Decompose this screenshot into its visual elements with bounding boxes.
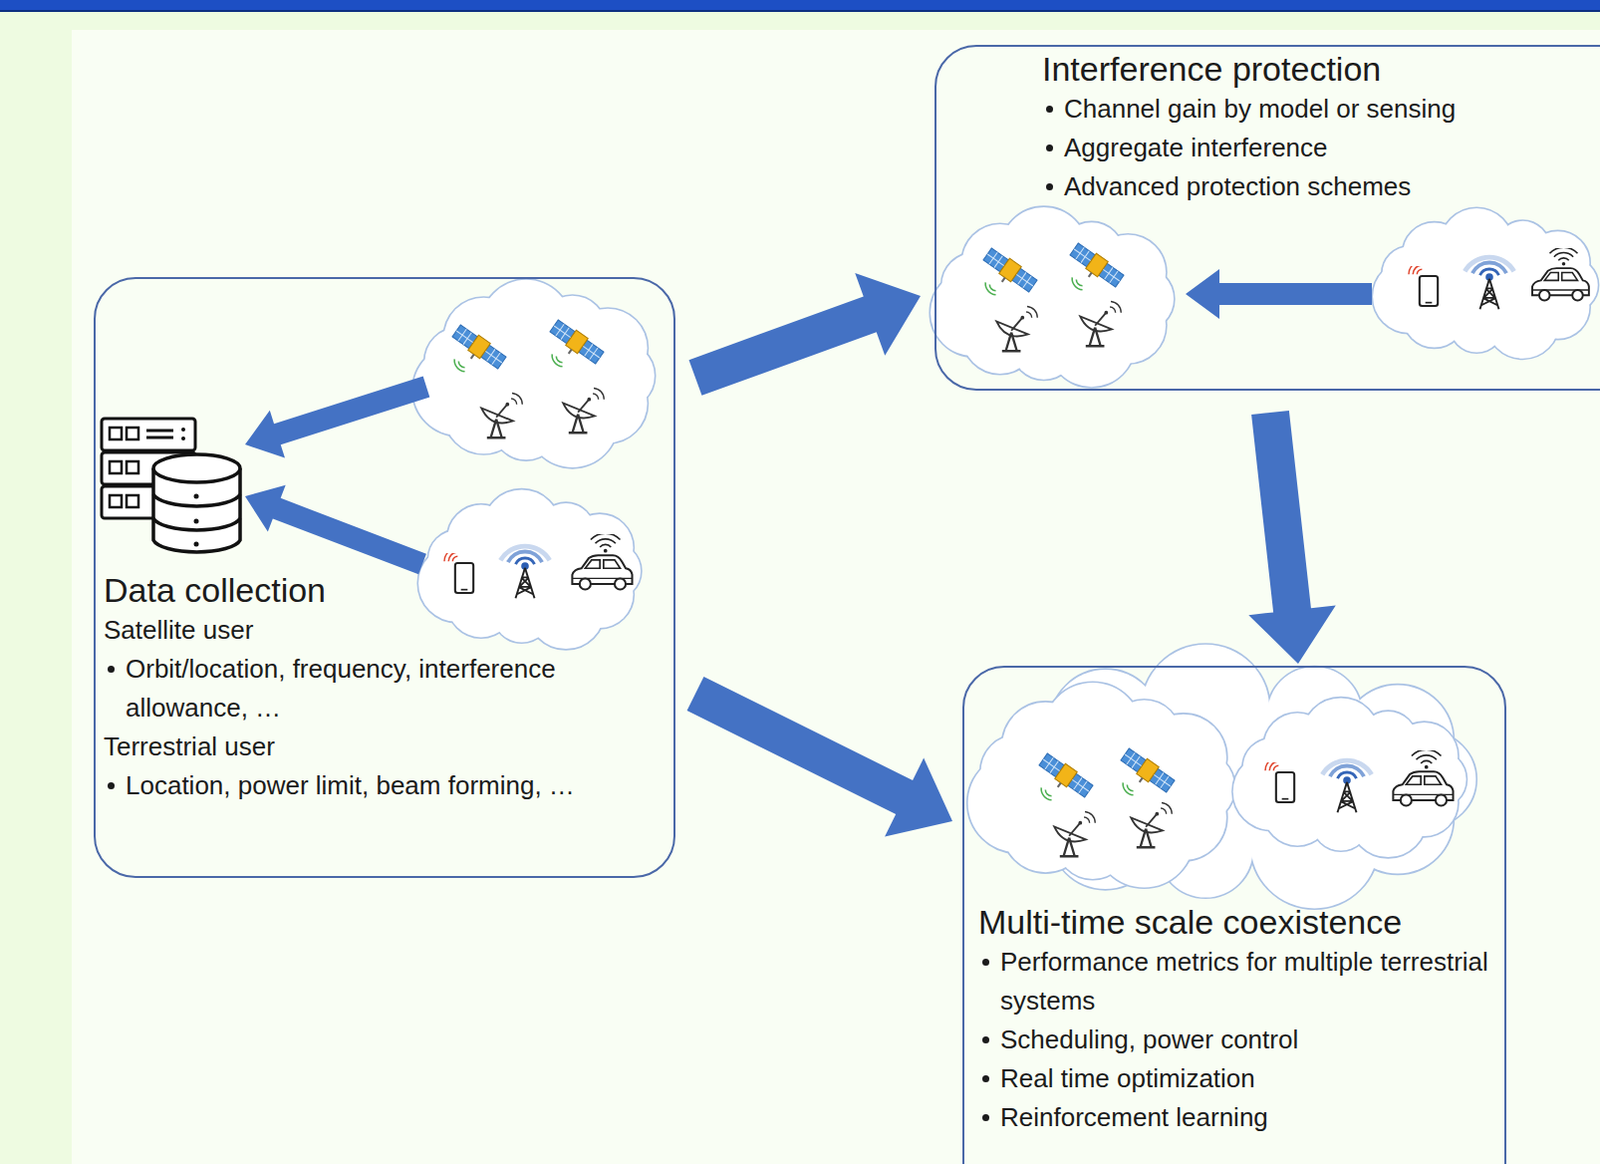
dish-icon <box>562 387 604 433</box>
text-block: Data collectionSatellite userOrbit/locat… <box>103 568 668 805</box>
title-bar <box>0 0 1600 12</box>
bullet-item: Aggregate interference <box>1042 128 1600 168</box>
dish-icon <box>481 392 523 438</box>
cloud-shape <box>413 279 655 468</box>
phone-icon <box>444 547 474 593</box>
sat-icon <box>1066 241 1125 292</box>
flow-arrow <box>245 485 427 574</box>
car-icon <box>1392 749 1453 805</box>
sub-heading: Satellite user <box>103 610 668 650</box>
phone-icon <box>1265 757 1295 802</box>
tower-icon <box>1322 760 1371 812</box>
database-icon <box>101 418 241 552</box>
stage-box: Interference protectionChannel gain by m… <box>934 44 1600 391</box>
dish-icon <box>1054 810 1095 856</box>
cloud-shape <box>968 682 1236 887</box>
tower-icon <box>1464 257 1514 309</box>
stage-box: Multi-time scale coexistencePerformance … <box>962 665 1507 1164</box>
car-icon <box>1532 247 1590 300</box>
sat-icon <box>545 317 605 369</box>
cloud-shape <box>1372 208 1599 359</box>
car-icon <box>571 533 632 589</box>
box-heading: Interference protection <box>1042 47 1600 90</box>
bullet-item: Real time optimization <box>978 1059 1492 1098</box>
flow-arrow <box>1248 410 1335 664</box>
box-heading: Multi-time scale coexistence <box>978 900 1492 943</box>
flow-arrow <box>1185 268 1372 319</box>
bullet-item: Scheduling, power control <box>978 1020 1492 1060</box>
sat-icon <box>979 246 1039 297</box>
flow-arrow <box>689 272 921 396</box>
sub-heading: Terrestrial user <box>103 727 668 767</box>
dish-icon <box>1130 801 1172 847</box>
cloud-shape <box>982 644 1477 909</box>
phone-icon <box>1408 261 1438 306</box>
text-block: Multi-time scale coexistencePerformance … <box>978 900 1492 1137</box>
tower-icon <box>500 545 549 598</box>
bullet-item: Location, power limit, beam forming, … <box>103 766 668 805</box>
flow-arrow <box>245 376 430 459</box>
bullet-item: Advanced protection schemes <box>1042 167 1600 207</box>
cloud-shape <box>930 207 1174 387</box>
bullet-item: Reinforcement learning <box>978 1097 1492 1137</box>
dish-icon <box>996 305 1038 351</box>
sat-icon <box>1035 751 1094 802</box>
sat-icon <box>448 322 508 374</box>
stage-box: Data collectionSatellite userOrbit/locat… <box>93 276 676 878</box>
text-block: Interference protectionChannel gain by m… <box>1042 47 1600 207</box>
flow-arrow <box>687 676 953 836</box>
bullet-item: Channel gain by model or sensing <box>1042 89 1600 129</box>
bullet-item: Performance metrics for multiple terrest… <box>978 942 1492 1021</box>
cloud-shape <box>1233 697 1467 857</box>
sat-icon <box>1116 746 1176 798</box>
bullet-item: Orbit/location, frequency, interference … <box>103 649 668 728</box>
box-heading: Data collection <box>103 568 668 611</box>
dish-icon <box>1079 300 1121 346</box>
cloud-shape <box>418 489 641 649</box>
